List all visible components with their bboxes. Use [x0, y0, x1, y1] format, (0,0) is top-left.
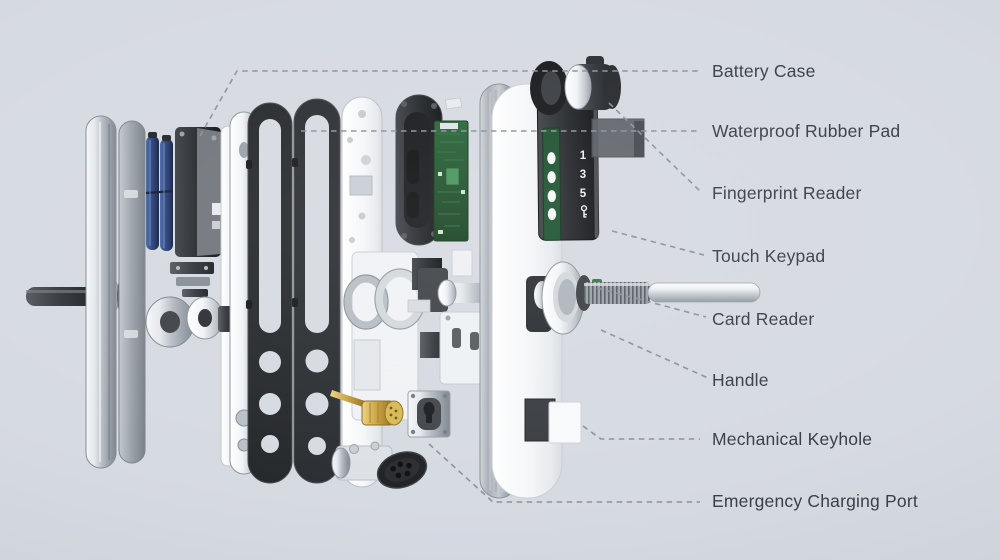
leader-fingerprint-reader: [608, 102, 702, 193]
label-touch-keypad: Touch Keypad: [712, 246, 826, 266]
rear-cover-bar: [85, 115, 117, 469]
label-card-reader: Card Reader: [712, 309, 815, 329]
label-battery-case: Battery Case: [712, 61, 816, 81]
keyhole-plate: [407, 390, 451, 438]
label-mechanical-keyhole: Mechanical Keyhole: [712, 429, 873, 449]
label-emergency-charging-port: Emergency Charging Port: [712, 491, 918, 511]
label-waterproof-rubber-pad: Waterproof Rubber Pad: [712, 121, 901, 141]
leader-mechanical-keyhole: [582, 425, 700, 440]
label-fingerprint-reader: Fingerprint Reader: [712, 183, 862, 203]
mounting-brackets: [170, 262, 214, 297]
rear-plate-bar: [118, 120, 146, 464]
keypad-key-1: 1: [579, 150, 587, 162]
emergency-port-parts: [331, 441, 428, 489]
leader-emergency-port: [428, 443, 700, 503]
control-housing: [395, 94, 443, 246]
leader-card-reader: [596, 287, 707, 318]
lock-cylinder: [330, 390, 404, 426]
keypad-key-5: 5: [579, 188, 587, 200]
keyhole-cover: [524, 398, 582, 444]
battery-case: [175, 127, 221, 257]
leader-lines: [199, 70, 709, 503]
circuit-board: [433, 97, 469, 242]
label-handle: Handle: [712, 370, 769, 390]
leader-touch-keypad: [611, 230, 705, 256]
key-icon: [578, 205, 590, 219]
clutch-assembly: [145, 296, 232, 348]
keypad-key-3: 3: [579, 169, 587, 181]
battery-pack: [145, 132, 174, 251]
leader-handle: [600, 329, 709, 379]
handle: [526, 261, 761, 335]
leader-battery-case: [199, 70, 699, 137]
lock-mechanism: [343, 249, 505, 421]
rubber-gasket-1: [246, 102, 293, 484]
rubber-gasket-2: [292, 98, 341, 484]
fingerprint-reader-knob: [530, 56, 645, 158]
